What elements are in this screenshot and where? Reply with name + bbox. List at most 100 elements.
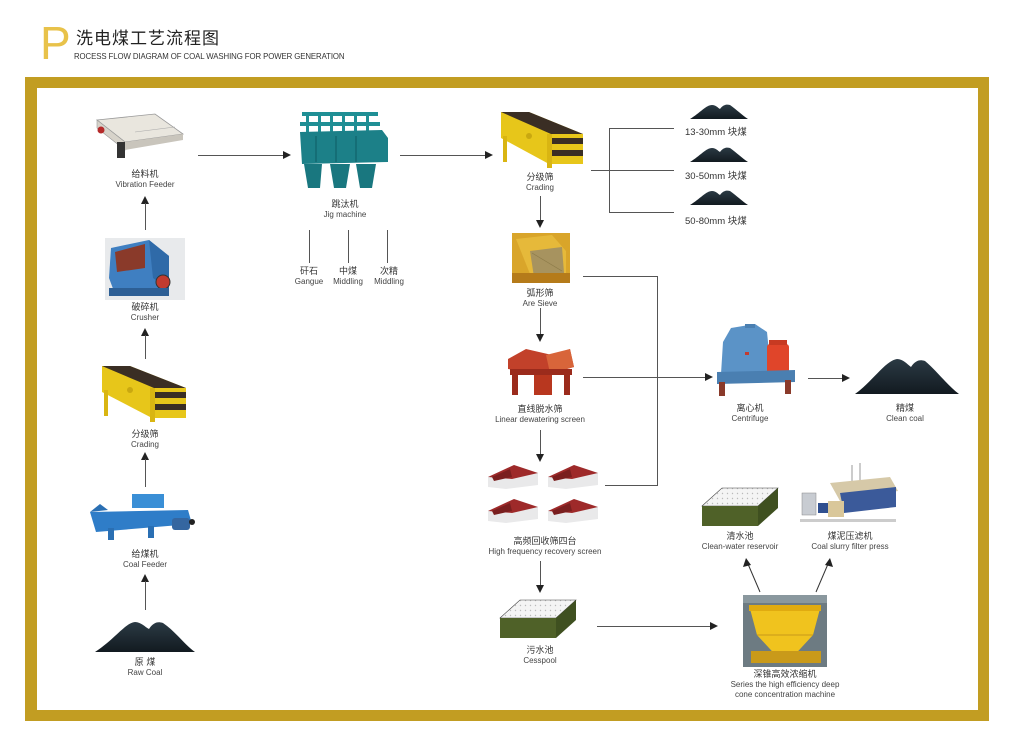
connector-line — [348, 230, 349, 263]
coal-pile-30-50-icon — [690, 146, 748, 163]
label-cn: 清水池 — [726, 532, 754, 542]
recovery-screens-icon — [486, 463, 604, 529]
connector-line — [597, 626, 710, 627]
label-en: Clean-water reservoir — [701, 542, 779, 551]
connector-line — [591, 170, 674, 171]
label-en: Cesspool — [523, 656, 557, 665]
connector-line — [583, 276, 657, 277]
label-en-line1: Series the high efficiency deep — [730, 680, 840, 689]
arrow-head — [536, 585, 544, 593]
dewatering-screen-label: 直线脱水筛 Linear dewatering screen — [480, 405, 600, 425]
arc-sieve-icon — [512, 233, 570, 283]
page-subtitle: ROCESS FLOW DIAGRAM OF COAL WASHING FOR … — [74, 51, 345, 61]
cesspool-label: 污水池 Cesspool — [490, 646, 590, 666]
coal-feeder-icon — [88, 492, 196, 544]
arc-sieve-label: 弧形筛 Are Sieve — [490, 289, 590, 309]
label-cn: 污水池 — [526, 646, 554, 656]
connector-line — [145, 581, 146, 610]
label-en: Coal Feeder — [122, 560, 168, 569]
label-en: Coal slurry filter press — [811, 542, 889, 551]
cesspool-icon — [498, 598, 578, 640]
label-en: Are Sieve — [522, 299, 558, 308]
arrow-head — [710, 622, 718, 630]
secondary-middling-label: 次精 Middling — [367, 267, 411, 287]
connector-line — [583, 377, 705, 378]
gangue-label: 矸石 Gangue — [289, 267, 329, 287]
vibration-feeder-label: 给料机 Vibration Feeder — [95, 170, 195, 190]
header-initial: P — [40, 17, 71, 69]
connector-line — [609, 212, 674, 213]
arrow-head — [536, 454, 544, 462]
arrow-head — [283, 151, 291, 159]
connector-line — [309, 230, 310, 263]
arrow-head — [141, 574, 149, 582]
clean-coal-pile-icon — [855, 355, 959, 395]
label-en: Raw Coal — [127, 668, 163, 677]
label-en: Centrifuge — [731, 414, 769, 423]
label-en: Middling — [374, 277, 404, 286]
label-en: Crading — [525, 183, 554, 192]
label-en: Clean coal — [886, 414, 924, 423]
label-en: Jig machine — [323, 210, 367, 219]
label-cn: 给料机 — [131, 170, 159, 180]
clean-water-label: 清水池 Clean-water reservoir — [690, 532, 790, 552]
coal-pile-50-80-icon — [690, 189, 748, 206]
connector-line — [609, 128, 610, 212]
vibration-feeder-icon — [95, 112, 185, 162]
raw-coal-pile-icon — [95, 619, 195, 653]
connector-line — [198, 155, 283, 156]
connector-line — [540, 196, 541, 220]
crusher-icon — [105, 238, 185, 300]
arrow-head — [141, 196, 149, 204]
label-cn: 煤泥压滤机 — [827, 532, 873, 542]
label-en: High frequency recovery screen — [488, 547, 602, 556]
label-cn: 离心机 — [736, 404, 764, 414]
coal-feeder-label: 给煤机 Coal Feeder — [95, 550, 195, 570]
label-cn: 分级筛 — [526, 173, 554, 183]
grading-screen-right-icon — [499, 110, 585, 168]
arrow-head — [536, 334, 544, 342]
label-cn: 精煤 — [895, 404, 914, 414]
arrow-head — [842, 374, 850, 382]
connector-line — [145, 459, 146, 487]
label-en: Crusher — [130, 313, 160, 322]
connector-line — [387, 230, 388, 263]
label-cn: 跳汰机 — [331, 200, 359, 210]
label-cn: 矸石 — [299, 267, 318, 277]
crusher-label: 破碎机 Crusher — [95, 303, 195, 323]
coal-pile-13-30-icon — [690, 103, 748, 120]
centrifuge-label: 离心机 Centrifuge — [700, 404, 800, 424]
connector-line — [145, 335, 146, 359]
grading-screen-right-label: 分级筛 Crading — [490, 173, 590, 193]
label-cn: 原 煤 — [134, 658, 156, 668]
recovery-screen-label: 高频回收筛四台 High frequency recovery screen — [470, 537, 620, 557]
arrow-head — [141, 328, 149, 336]
grading-screen-left-label: 分级筛 Crading — [95, 430, 195, 450]
product-30-50: 30-50mm 块煤 — [685, 171, 747, 182]
connector-line — [605, 485, 657, 486]
filter-press-icon — [800, 463, 900, 527]
label-cn: 直线脱水筛 — [517, 405, 563, 415]
label-en: Gangue — [294, 277, 324, 286]
grading-screen-left-icon — [100, 364, 188, 422]
filter-press-label: 煤泥压滤机 Coal slurry filter press — [795, 532, 905, 552]
arrow-head — [705, 373, 713, 381]
arrow-head — [141, 452, 149, 460]
label-cn: 深锥高效浓缩机 — [753, 670, 817, 680]
dewatering-screen-icon — [506, 345, 578, 397]
connector-line — [657, 276, 658, 486]
product-50-80: 50-80mm 块煤 — [685, 216, 747, 227]
label-en: Vibration Feeder — [115, 180, 175, 189]
centrifuge-icon — [715, 322, 799, 398]
label-cn: 中煤 — [338, 267, 357, 277]
arrow-head — [485, 151, 493, 159]
connector-line — [540, 308, 541, 334]
label-en-line2: cone concentration machine — [734, 690, 836, 699]
label-cn: 分级筛 — [131, 430, 159, 440]
label-cn: 高频回收筛四台 — [513, 537, 577, 547]
label-en: Middling — [333, 277, 363, 286]
clean-coal-label: 精煤 Clean coal — [855, 404, 955, 424]
jig-machine-icon — [296, 108, 392, 194]
jig-machine-label: 跳汰机 Jig machine — [295, 200, 395, 220]
connector-line — [540, 561, 541, 585]
